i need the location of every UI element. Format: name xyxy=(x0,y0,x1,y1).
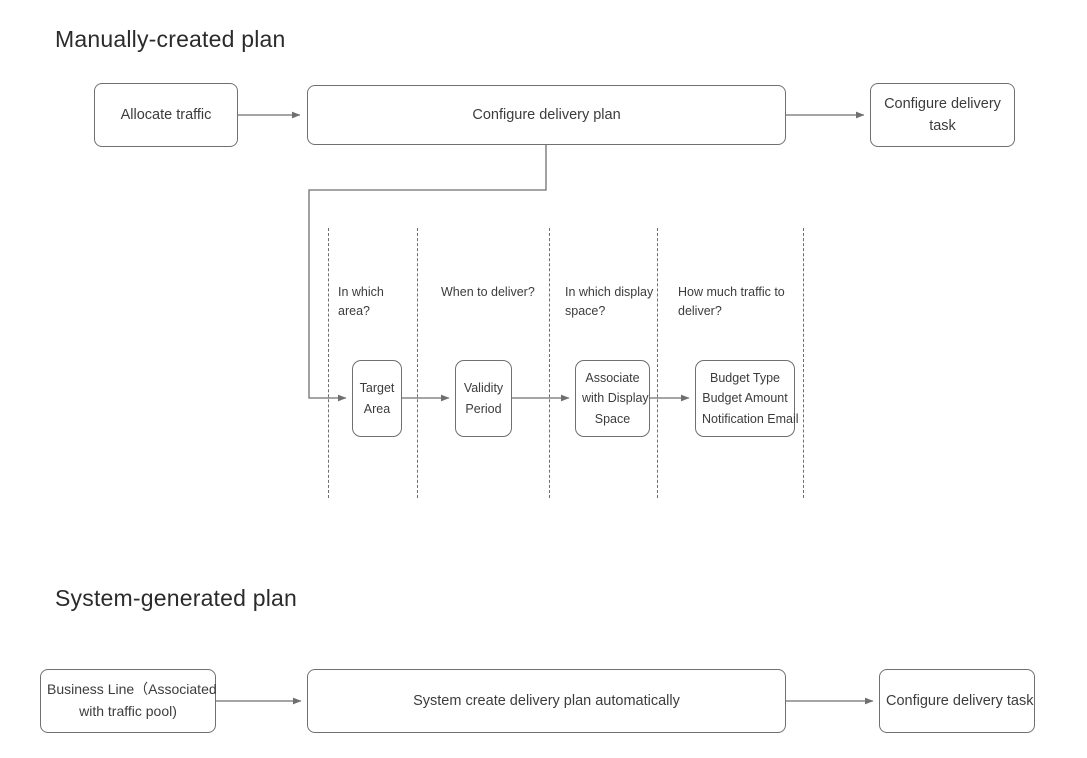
node-budget-amount-label: Budget Amount xyxy=(702,391,788,406)
node-associate-with-display-space-line1: Associate xyxy=(585,370,640,385)
node-allocate-traffic-label: Allocate traffic xyxy=(120,106,212,123)
node-configure-delivery-task-top[interactable]: Configure delivery task xyxy=(870,83,1015,147)
node-business-line-line1: Business Line（Associated xyxy=(47,681,217,698)
swimlane-divider-2 xyxy=(417,228,418,498)
node-allocate-traffic[interactable]: Allocate traffic xyxy=(94,83,238,147)
swimlane-divider-5 xyxy=(803,228,804,498)
node-associate-with-display-space-line3: Space xyxy=(594,411,631,426)
section-title-system-generated-plan: System-generated plan xyxy=(55,585,298,611)
node-notification-email-label: Notification Email xyxy=(702,411,799,426)
node-target-area[interactable]: Target Area xyxy=(352,360,402,437)
node-validity-period-line1: Validity xyxy=(463,380,504,395)
section-title-manually-created-plan: Manually-created plan xyxy=(55,26,286,52)
node-configure-delivery-task-bottom-label: Configure delivery task xyxy=(886,692,1034,709)
node-configure-delivery-task-top-line2: task xyxy=(929,118,956,134)
node-system-create-delivery-plan-automatically-label: System create delivery plan automaticall… xyxy=(413,692,680,709)
node-budget-type-label: Budget Type xyxy=(710,370,780,385)
node-business-line-line2: with traffic pool) xyxy=(79,703,177,719)
question-label-how-much-traffic-to-deliver: How much traffic to deliver? xyxy=(678,285,785,318)
swimlane-divider-4 xyxy=(657,228,658,498)
node-validity-period[interactable]: Validity Period xyxy=(455,360,512,437)
node-configure-delivery-plan-label: Configure delivery plan xyxy=(472,106,621,123)
question-label-in-which-display-space: In which display space? xyxy=(565,285,654,318)
question-label-when-to-deliver: When to deliver? xyxy=(441,285,535,299)
node-associate-with-display-space-line2: with Display xyxy=(582,391,649,406)
node-configure-delivery-plan[interactable]: Configure delivery plan xyxy=(307,85,786,145)
node-target-area-line2: Area xyxy=(363,401,391,416)
swimlane-divider-1 xyxy=(328,228,329,498)
node-budget[interactable]: Budget Type Budget Amount Notification E… xyxy=(695,360,799,437)
node-business-line[interactable]: Business Line（Associated with traffic po… xyxy=(40,669,217,733)
node-configure-delivery-task-top-line1: Configure delivery xyxy=(884,95,1001,112)
node-configure-delivery-task-bottom[interactable]: Configure delivery task xyxy=(879,669,1035,733)
node-system-create-delivery-plan-automatically[interactable]: System create delivery plan automaticall… xyxy=(307,669,786,733)
node-associate-with-display-space[interactable]: Associate with Display Space xyxy=(575,360,650,437)
edge-configure-plan-to-target-area xyxy=(308,145,547,402)
node-validity-period-line2: Period xyxy=(465,401,502,416)
swimlane-divider-3 xyxy=(549,228,550,498)
node-target-area-line1: Target xyxy=(359,380,395,395)
question-label-in-which-area: In which area? xyxy=(338,285,384,318)
